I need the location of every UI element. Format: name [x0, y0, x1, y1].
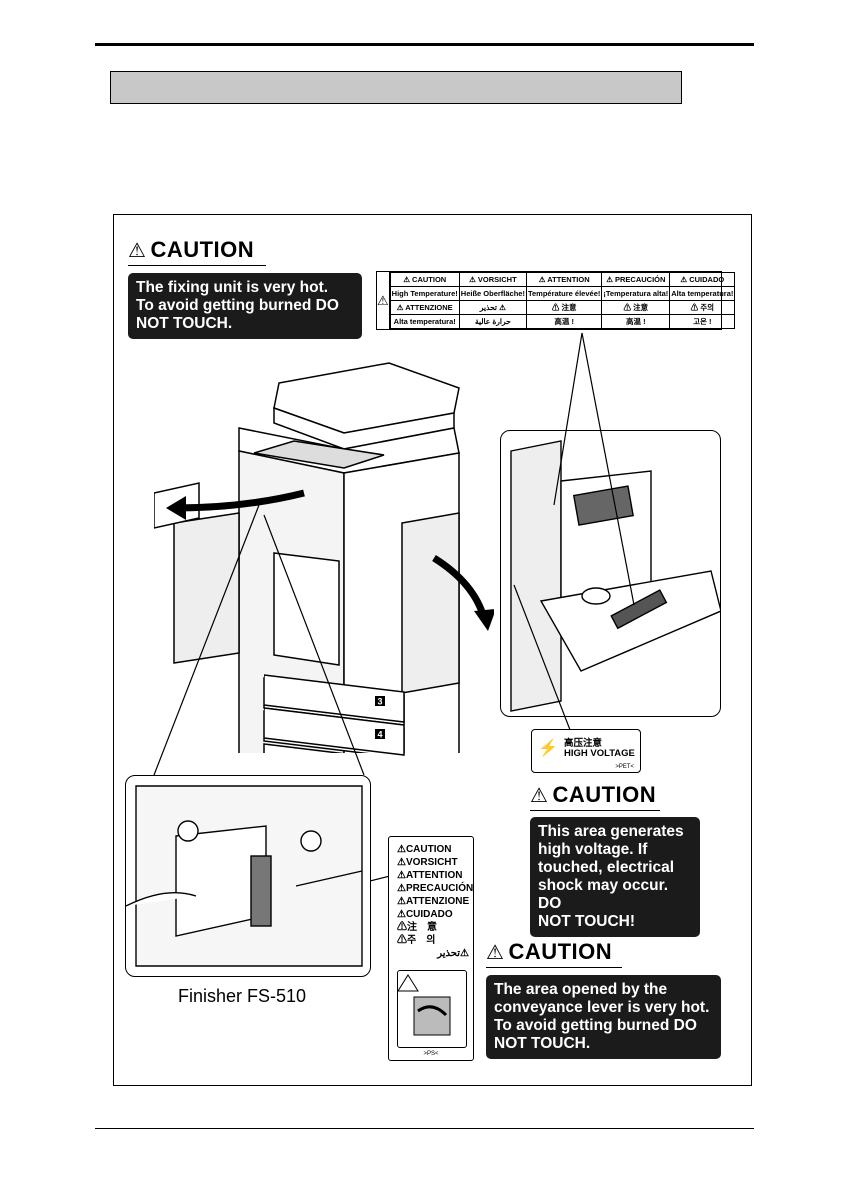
hot-surface-icon: ⚠ — [377, 272, 390, 329]
caution-message: The area opened by the conveyance lever … — [486, 975, 721, 1059]
svg-text:3: 3 — [378, 697, 383, 707]
finisher-caution-label: ⚠CAUTION ⚠VORSICHT ⚠ATTENTION ⚠PRECAUCIÓ… — [388, 836, 474, 1061]
finisher-hazard-pictogram — [397, 970, 467, 1048]
top-rule — [95, 43, 754, 46]
warning-triangle-icon: ⚠ — [486, 941, 505, 964]
finisher-caption: Finisher FS-510 — [178, 986, 307, 1006]
warning-triangle-icon: ⚠ — [530, 784, 549, 807]
caution-heading: ⚠ CAUTION — [486, 939, 622, 968]
caution-conveyance-lever: ⚠ CAUTION The area opened by the conveya… — [486, 939, 721, 1059]
fixing-unit-detail — [500, 430, 721, 717]
finisher-detail — [125, 775, 371, 977]
high-temperature-label: ⚠ ⚠ CAUTION⚠ VORSICHT⚠ ATTENTION⚠ PRECAU… — [376, 271, 736, 330]
caution-high-voltage: ⚠ CAUTION This area generates high volta… — [530, 782, 700, 937]
caution-heading: ⚠ CAUTION — [128, 237, 266, 266]
caution-message: The fixing unit is very hot. To avoid ge… — [128, 273, 362, 339]
section-title-bar — [110, 71, 682, 104]
caution-message: This area generates high voltage. If tou… — [530, 817, 700, 937]
lightning-icon: ⚡ — [538, 740, 558, 757]
svg-text:4: 4 — [378, 730, 383, 740]
bottom-rule — [95, 1128, 754, 1129]
high-voltage-label: ⚡ 高压注意 HIGH VOLTAGE >PET< — [531, 729, 641, 773]
finisher-drawing — [126, 785, 363, 967]
caution-fixing-unit: ⚠ CAUTION The fixing unit is very hot. T… — [128, 237, 362, 339]
illustration-frame: ⚠ CAUTION The fixing unit is very hot. T… — [113, 214, 752, 1086]
warning-triangle-icon: ⚠ — [128, 239, 147, 262]
fixing-unit-drawing — [510, 440, 720, 712]
caution-heading: ⚠ CAUTION — [530, 782, 660, 811]
label-grid: ⚠ CAUTION⚠ VORSICHT⚠ ATTENTION⚠ PRECAUCI… — [389, 272, 736, 329]
